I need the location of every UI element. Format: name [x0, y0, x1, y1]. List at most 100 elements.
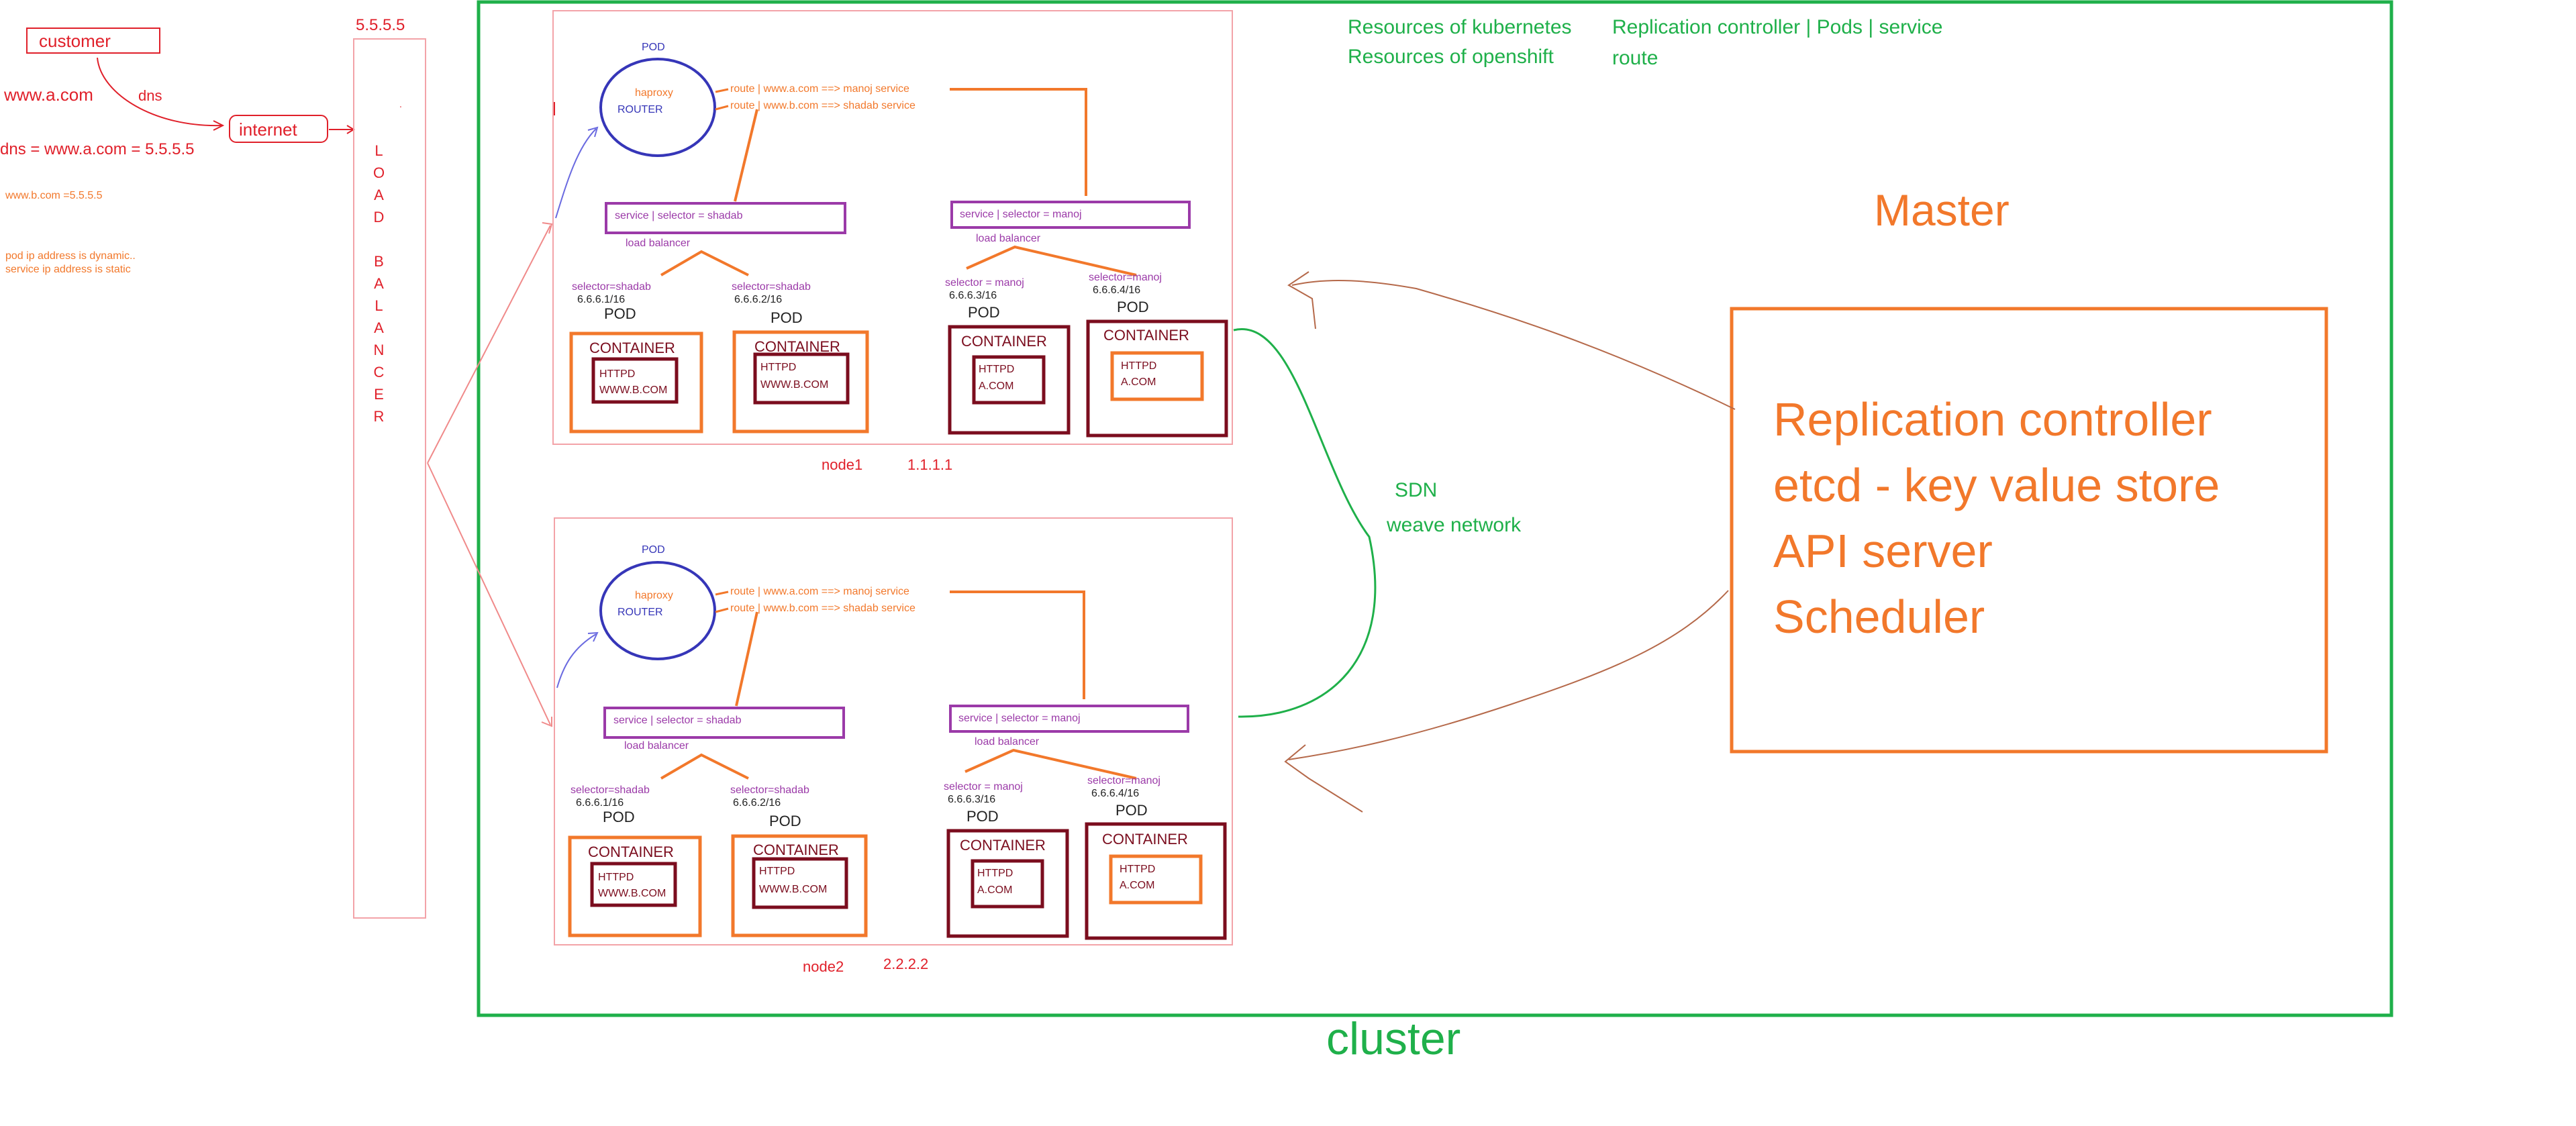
node2-pod2-container: CONTAINER — [753, 841, 839, 858]
node2-container-1 — [568, 835, 702, 937]
node1-box — [552, 10, 1233, 445]
node1-name: node1 — [822, 456, 863, 473]
node1-route-b: route | www.b.com ==> shadab service — [730, 100, 915, 111]
node2-route-b: route | www.b.com ==> shadab service — [730, 603, 915, 614]
load-balancer-dot: . — [399, 99, 402, 109]
node2-pod3-app-httpd: HTTPD — [977, 868, 1013, 879]
node2-pod3-ip: 6.6.6.3/16 — [948, 794, 996, 805]
node2-pod3-selector: selector = manoj — [944, 781, 1023, 792]
node1-pod1-container: CONTAINER — [589, 340, 675, 356]
node1-pod2-label: POD — [771, 309, 803, 326]
node2-router-ellipse — [599, 561, 716, 660]
load-balancer-letter: B — [374, 253, 385, 270]
load-balancer-letter: A — [374, 187, 385, 203]
domain-label: www.a.com — [4, 85, 93, 105]
node1-route-b-line — [734, 109, 758, 202]
node1-service-shadab — [605, 202, 846, 234]
master-to-node2-curve — [1288, 590, 1729, 760]
node2-route-b-line — [735, 611, 758, 707]
node1-pod3-app-httpd: HTTPD — [979, 364, 1015, 375]
node1-pod2-container: CONTAINER — [754, 338, 840, 355]
node2-pod4-label: POD — [1116, 802, 1148, 819]
node2-container-4 — [1085, 822, 1227, 940]
node2-pod3-container: CONTAINER — [960, 837, 1046, 854]
kubernetes-resources-items: Replication controller | Pods | service — [1612, 16, 1943, 38]
node2-service-shadab-label: service | selector = shadab — [613, 715, 742, 726]
node2-container-2 — [731, 834, 868, 937]
node2-load-balancer-shadab: load balancer — [624, 740, 689, 752]
load-balancer-letter: A — [374, 275, 385, 292]
master-to-node1-curve — [1291, 280, 1736, 410]
service-ip-note: service ip address is static — [5, 264, 131, 275]
master-component-replication-controller: Replication controller — [1773, 393, 2212, 446]
dns-label: dns — [138, 87, 162, 104]
node2-route-a-line — [950, 591, 1085, 699]
node1-pod4-app-httpd: HTTPD — [1121, 360, 1157, 372]
weave-network-label: weave network — [1387, 514, 1522, 536]
node2-pod2-selector: selector=shadab — [730, 784, 809, 796]
sdn-weave-curve — [1233, 328, 1377, 718]
node1-pod3-ip: 6.6.6.3/16 — [949, 290, 997, 301]
customer-label: customer — [39, 31, 111, 51]
node1-pod4-selector: selector=manoj — [1089, 272, 1162, 283]
dns-mapping-b: www.b.com =5.5.5.5 — [5, 190, 103, 201]
node2-pod1-label: POD — [603, 809, 635, 825]
node1-pod2-app-httpd: HTTPD — [760, 362, 797, 373]
node2-pod1-selector: selector=shadab — [571, 784, 650, 796]
node2-pod4-container: CONTAINER — [1102, 831, 1188, 848]
node1-container-2 — [732, 330, 869, 433]
node2-pod2-label: POD — [769, 813, 801, 829]
load-balancer-box — [353, 38, 426, 919]
node2-pod4-ip: 6.6.6.4/16 — [1091, 788, 1140, 799]
customer-box — [26, 28, 160, 54]
cluster-label: cluster — [1326, 1013, 1461, 1064]
node1-pod1-app-httpd: HTTPD — [599, 368, 636, 380]
node2-pod4-app-domain: A.COM — [1120, 880, 1155, 891]
node1-load-balancer-shadab: load balancer — [626, 238, 691, 249]
node1-pod4-ip: 6.6.6.4/16 — [1093, 285, 1141, 296]
load-balancer-letter: N — [373, 342, 385, 358]
node1-pod1-ip: 6.6.6.1/16 — [577, 294, 626, 305]
node1-router-pod-label: POD — [642, 42, 665, 53]
node1-router-ellipse — [599, 58, 716, 157]
load-balancer-letter: O — [373, 164, 386, 181]
node2-route-a: route | www.a.com ==> manoj service — [730, 586, 909, 597]
node1-container-3 — [948, 325, 1071, 435]
node1-pod1-app-domain: WWW.B.COM — [599, 385, 668, 396]
load-balancer-letter: C — [373, 364, 385, 380]
node2-pod4-selector: selector=manoj — [1087, 775, 1160, 786]
lb-to-node2-line — [427, 462, 551, 725]
node1-route-a: route | www.a.com ==> manoj service — [730, 83, 909, 95]
node2-ip: 2.2.2.2 — [883, 956, 929, 972]
node1-pod2-selector: selector=shadab — [732, 281, 811, 293]
node1-ip: 1.1.1.1 — [907, 456, 953, 473]
openshift-resources-label: Resources of openshift — [1348, 46, 1554, 68]
load-balancer-letter: L — [375, 142, 384, 159]
sdn-label: SDN — [1395, 479, 1438, 501]
node1-pod4-container: CONTAINER — [1103, 327, 1189, 344]
node2-pod3-label: POD — [967, 808, 999, 825]
node2-pod1-container: CONTAINER — [588, 843, 674, 860]
node1-pod1-selector: selector=shadab — [572, 281, 651, 293]
node1-load-balancer-manoj: load balancer — [976, 233, 1041, 244]
node1-router-label: ROUTER — [617, 104, 663, 115]
node1-service-shadab-label: service | selector = shadab — [615, 210, 743, 221]
node1-service-manoj-label: service | selector = manoj — [960, 209, 1082, 220]
node1-pod3-app-domain: A.COM — [979, 380, 1014, 392]
node2-service-manoj — [949, 705, 1189, 733]
node1-pod3-label: POD — [968, 304, 1000, 321]
node2-container-3 — [946, 829, 1069, 938]
master-component-api-server: API server — [1773, 525, 1993, 577]
node2-router-label: ROUTER — [617, 607, 663, 618]
node2-lb-router-arrow — [556, 633, 597, 688]
pod-ip-note: pod ip address is dynamic.. — [5, 250, 136, 262]
load-balancer-letter: D — [373, 209, 385, 225]
node1-haproxy-label: haproxy — [635, 87, 673, 99]
master-title: Master — [1874, 185, 2010, 235]
node2-name: node2 — [803, 958, 844, 975]
node2-pod2-app-httpd: HTTPD — [759, 866, 795, 877]
cluster-box — [477, 0, 2393, 1017]
internet-label: internet — [239, 119, 297, 140]
